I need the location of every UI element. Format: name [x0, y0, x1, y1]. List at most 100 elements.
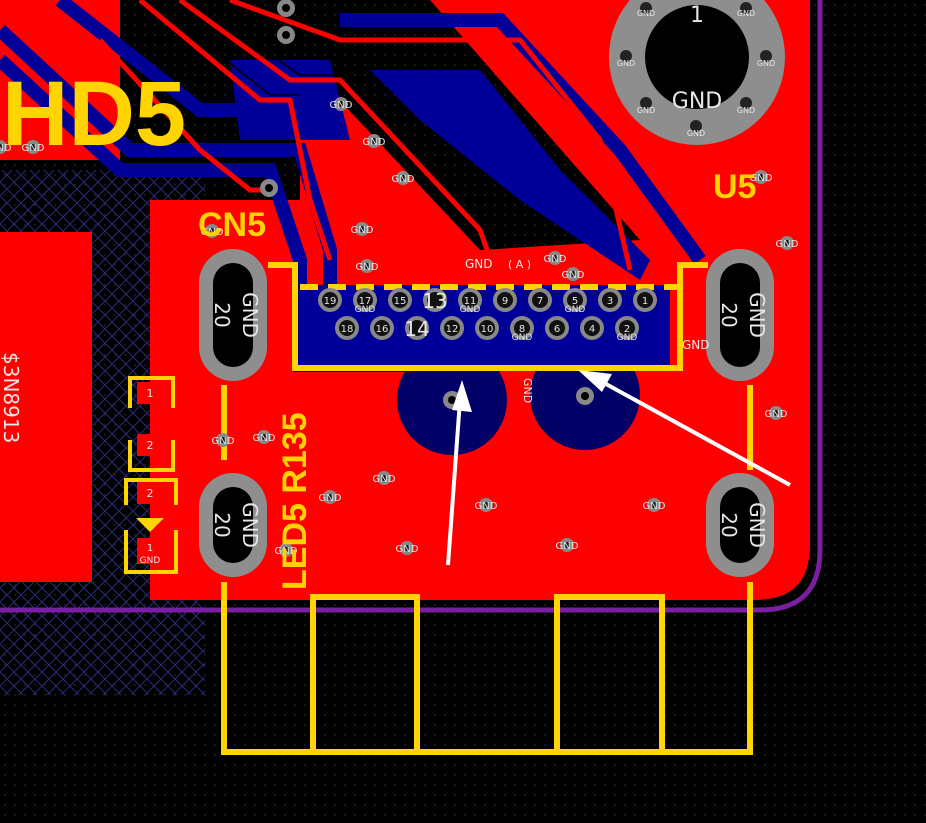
header-pin-label: 9	[502, 296, 508, 307]
header-pin-label: 3	[607, 296, 613, 307]
header-pin[interactable]: 19	[318, 288, 342, 312]
gnd-via-label: GND	[643, 501, 666, 512]
diode-pad-2[interactable]	[137, 482, 165, 504]
gnd-via: GND	[351, 222, 374, 236]
gnd-via-label: GND	[765, 409, 788, 420]
gnd-via-label: GND	[22, 143, 45, 154]
header-pin[interactable]: 9	[493, 288, 517, 312]
silk-ref-cn5: CN5	[198, 206, 266, 244]
gnd-via: GND	[396, 541, 419, 555]
diode-pad-2-label: 2	[147, 487, 154, 500]
gnd-via: GND	[22, 140, 45, 154]
silk-ref-large: HD5	[2, 63, 186, 165]
hole-net-name: GND	[672, 89, 722, 114]
header-pin[interactable]: 4	[580, 316, 604, 340]
header-pin-label: 7	[537, 296, 543, 307]
gnd-via: GND	[373, 471, 396, 485]
gnd-via: GND	[319, 490, 342, 504]
gnd-via-label: GND	[776, 239, 799, 250]
header-pin-label: 1	[642, 296, 648, 307]
header-pin[interactable]: 18	[335, 316, 359, 340]
gnd-via: GND	[544, 251, 567, 265]
diode-pad-1-net: GND	[140, 556, 161, 566]
slot-net: GND	[238, 292, 262, 338]
gnd-via-label: GND	[253, 433, 276, 444]
gnd-via: GND	[750, 170, 773, 184]
top-layer-traces	[98, 0, 633, 301]
gnd-slot[interactable]: GND 20	[199, 249, 267, 381]
header-pin-label: 17	[359, 296, 372, 307]
header-pin-label: 12	[446, 324, 459, 335]
led-pad-1-label: 1	[147, 387, 154, 400]
net-label-gnd: GND	[465, 257, 493, 271]
svg-text:GND: GND	[757, 59, 775, 68]
arrow-right-shaft	[594, 376, 791, 487]
led-pad-2-label: 2	[147, 439, 154, 452]
gnd-via-label: GND	[356, 262, 379, 273]
header-pin-label: 4	[589, 324, 595, 335]
header-pin-label: 8	[519, 324, 525, 335]
gnd-slot[interactable]: GND 20	[199, 473, 267, 577]
hole-pin-number: 1	[690, 3, 704, 28]
slot-num: 20	[210, 302, 234, 327]
header-pin[interactable]: 14	[404, 316, 430, 341]
header-pin[interactable]: 1	[633, 288, 657, 312]
header-pin-label: 15	[394, 296, 407, 307]
gnd-via: GND	[556, 538, 579, 552]
gnd-via-label: GND	[351, 225, 374, 236]
svg-text:GND: GND	[637, 9, 655, 18]
header-pin[interactable]: 16	[370, 316, 394, 340]
gnd-via: GND	[212, 433, 235, 447]
header-pin[interactable]: 3	[598, 288, 622, 312]
svg-text:GND: GND	[617, 59, 635, 68]
led-pad-1[interactable]	[137, 382, 165, 404]
mount-hole-drill	[645, 5, 749, 109]
gnd-via: GND	[363, 134, 386, 148]
svg-text:GND: GND	[687, 129, 705, 138]
diode-pad-1[interactable]	[137, 538, 165, 564]
gnd-via-label: GND	[330, 100, 353, 111]
header-pin-net: GND	[617, 333, 638, 343]
header-pin[interactable]: 7	[528, 288, 552, 312]
gnd-via-label: GND	[392, 174, 415, 185]
net-label-gnd-right: GND	[682, 338, 710, 352]
header-pin[interactable]: 10	[475, 316, 499, 340]
gnd-via-label: GND	[373, 474, 396, 485]
arrow-left-shaft	[446, 399, 462, 566]
header-pin[interactable]: 12	[440, 316, 464, 340]
svg-text:GND: GND	[737, 9, 755, 18]
gnd-via: GND	[776, 236, 799, 250]
gnd-via-label: GND	[562, 270, 585, 281]
header-pin-label: 16	[376, 324, 389, 335]
gnd-slot[interactable]: GND 20	[706, 473, 774, 577]
gnd-via: GND	[562, 267, 585, 281]
diode-polarity-triangle	[136, 518, 164, 532]
header-pin-label: 19	[324, 296, 337, 307]
gnd-via-label: GND	[396, 544, 419, 555]
header-pin-net: GND	[512, 333, 533, 343]
header-pin[interactable]: 15	[388, 288, 412, 312]
gnd-via: GND	[475, 498, 498, 512]
gnd-via: GND	[330, 97, 353, 111]
header-pin[interactable]: 13	[422, 288, 448, 313]
header-pin-label: 14	[404, 317, 429, 341]
gnd-slot[interactable]: GND 20	[706, 249, 774, 381]
diode-pad-1-label: 1	[147, 543, 153, 554]
gnd-slot-group: GND 20 GND 20 GND 20 GND 20	[199, 249, 774, 577]
header-pin-label: 5	[572, 296, 578, 307]
led-pad-2[interactable]	[137, 434, 165, 456]
header-pin-label: 10	[481, 324, 494, 335]
trace-clearance	[149, 0, 345, 96]
gnd-via-label: GND	[0, 143, 12, 154]
header-pin-net: GND	[355, 305, 376, 315]
net-label-misc: ( A )	[508, 258, 531, 271]
header-pin[interactable]: 6	[545, 316, 569, 340]
